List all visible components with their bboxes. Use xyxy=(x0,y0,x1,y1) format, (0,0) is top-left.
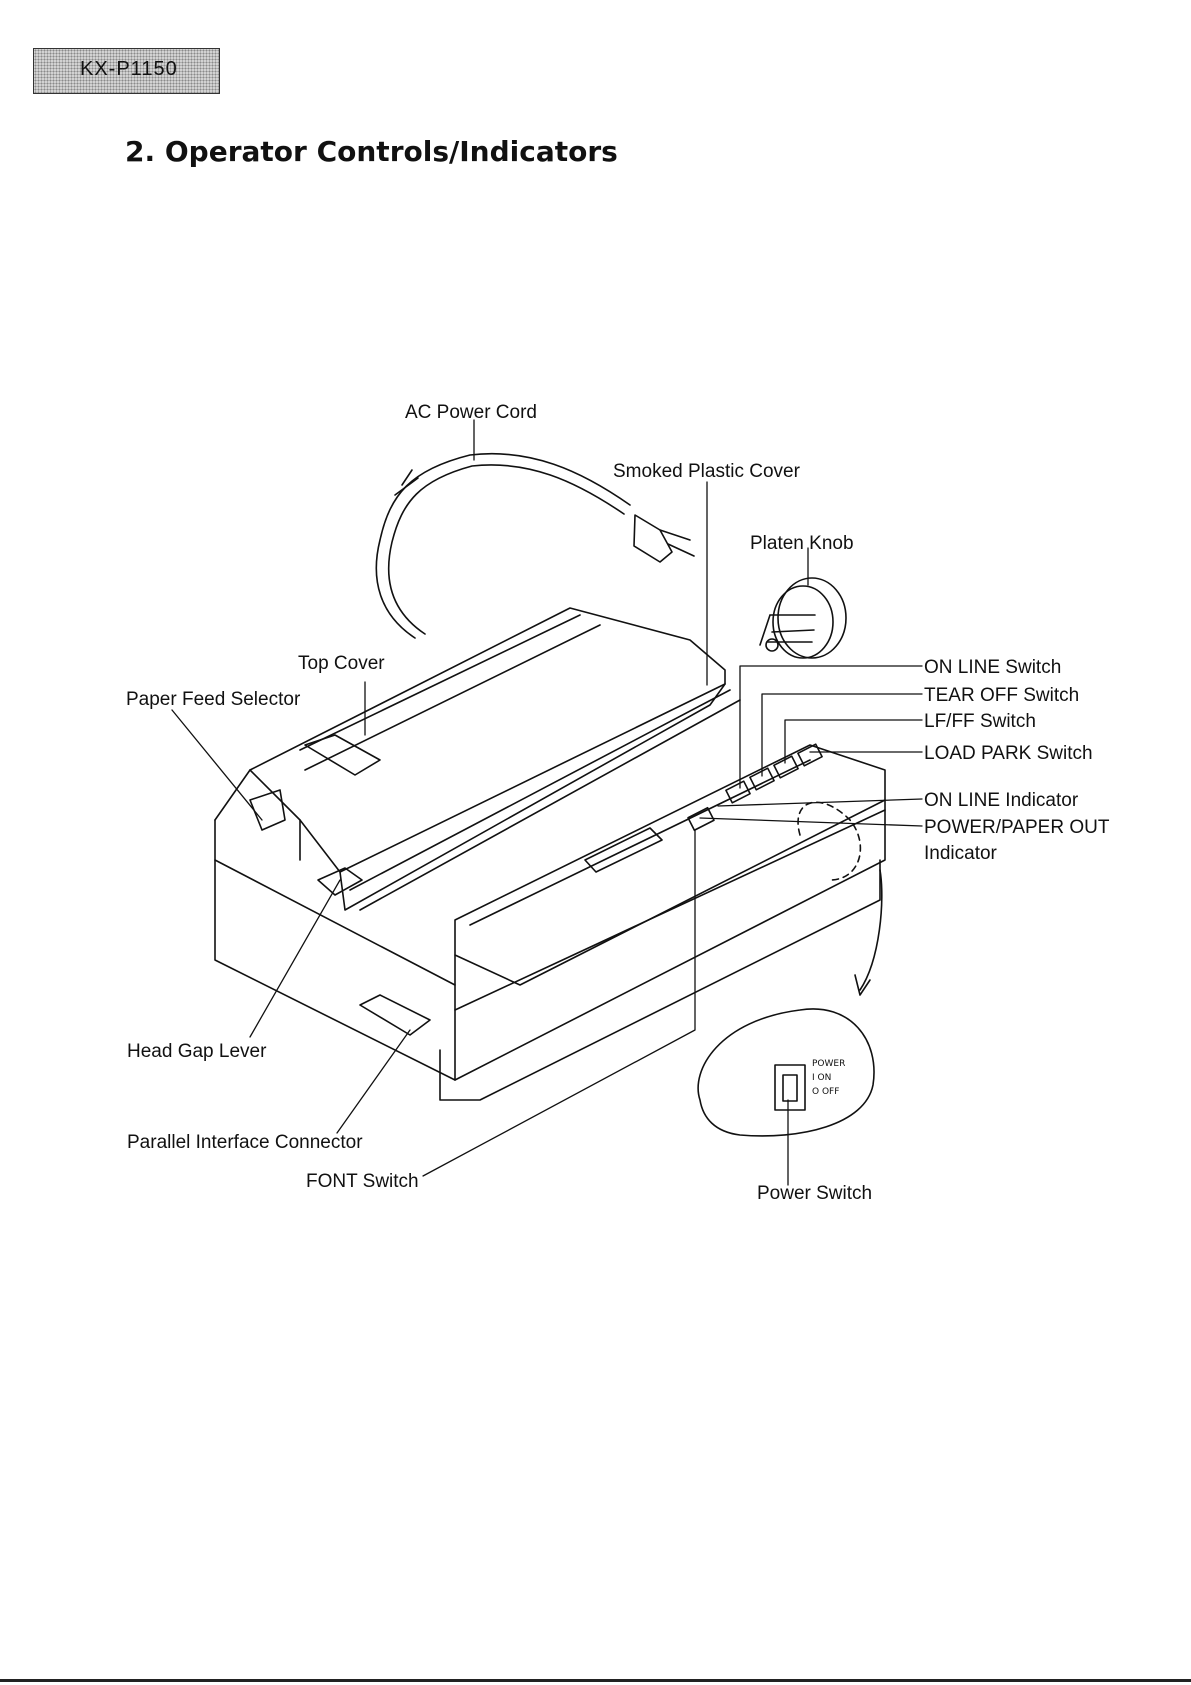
label-head-gap-lever: Head Gap Lever xyxy=(127,1041,267,1062)
footer-rule xyxy=(0,1679,1191,1682)
model-badge: KX-P1150 xyxy=(33,48,220,94)
label-power-switch: Power Switch xyxy=(757,1183,873,1204)
label-on-line-indicator: ON LINE Indicator xyxy=(924,790,1079,811)
ac-power-cord-drawing xyxy=(375,452,695,639)
label-platen-knob: Platen Knob xyxy=(750,533,854,554)
model-number: KX-P1150 xyxy=(80,58,178,80)
power-detail-text: POWER xyxy=(812,1059,845,1069)
label-tear-off-switch: TEAR OFF Switch xyxy=(924,685,1080,706)
platen-knob-drawing xyxy=(759,577,847,659)
label-load-park-switch: LOAD PARK Switch xyxy=(924,743,1093,764)
label-ac-power-cord: AC Power Cord xyxy=(405,402,537,423)
on-detail-text: I ON xyxy=(812,1073,831,1083)
power-switch-detail-text: POWER I ON O OFF xyxy=(812,1059,845,1097)
label-on-line-switch: ON LINE Switch xyxy=(924,657,1062,678)
label-parallel-interface-connector: Parallel Interface Connector xyxy=(127,1132,363,1153)
power-switch-detail-drawing xyxy=(697,801,883,1137)
label-font-switch: FONT Switch xyxy=(306,1171,419,1192)
label-lf-ff-switch: LF/FF Switch xyxy=(924,711,1036,732)
label-indicator: Indicator xyxy=(924,843,997,864)
off-detail-text: O OFF xyxy=(812,1087,839,1097)
page-title: 2. Operator Controls/Indicators xyxy=(125,135,618,168)
label-power-paper-out: POWER/PAPER OUT xyxy=(924,817,1110,838)
label-top-cover: Top Cover xyxy=(298,653,385,674)
label-paper-feed-selector: Paper Feed Selector xyxy=(126,689,301,710)
leader-lines xyxy=(171,419,923,1186)
label-smoked-plastic-cover: Smoked Plastic Cover xyxy=(613,461,800,482)
printer-body-drawing xyxy=(214,607,886,1101)
